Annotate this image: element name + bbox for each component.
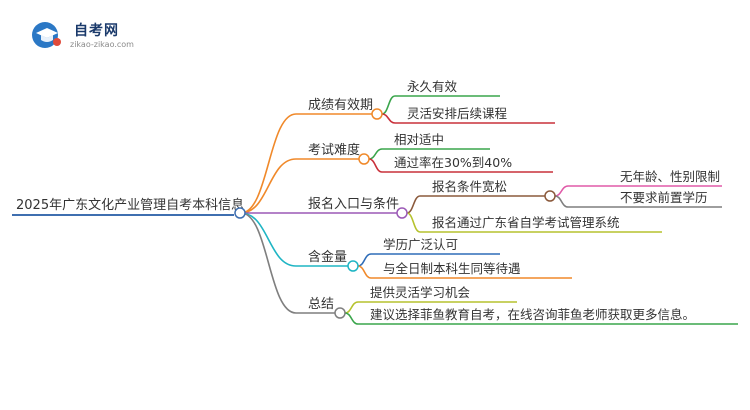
leaf-label: 永久有效 xyxy=(407,79,458,94)
leaf-connector xyxy=(368,148,383,160)
root-node[interactable] xyxy=(234,207,246,219)
leaf-connector xyxy=(368,158,383,173)
logo-name: 自考网 xyxy=(74,23,119,39)
logo-url: zikao-zikao.com xyxy=(70,40,134,49)
leaf-connector xyxy=(344,301,359,314)
leaf-label: 灵活安排后续课程 xyxy=(407,106,508,121)
branch-label: 成绩有效期 xyxy=(308,98,373,113)
leaf-connector xyxy=(357,265,372,279)
subleaf-label: 无年龄、性别限制 xyxy=(620,169,720,184)
branch-connector xyxy=(240,212,297,314)
leaf-connector xyxy=(344,312,359,325)
subleaf-connector xyxy=(554,195,569,208)
branch-label: 总结 xyxy=(308,297,334,312)
branch-node[interactable] xyxy=(358,153,370,165)
leaf-label: 提供灵活学习机会 xyxy=(370,285,471,300)
branch-label: 含金量 xyxy=(308,249,347,265)
leaf-label: 相对适中 xyxy=(394,132,444,147)
root-label: 2025年广东文化产业管理自考本科信息 xyxy=(16,197,244,213)
leaf-connector xyxy=(357,253,372,267)
leaf-label: 通过率在30%到40% xyxy=(394,155,512,170)
branch-connector xyxy=(240,212,297,267)
leaf-connector xyxy=(406,195,421,214)
leaf-connector xyxy=(381,95,396,115)
leaf-connector xyxy=(406,212,421,233)
subtopic-node[interactable] xyxy=(544,190,556,202)
subleaf-connector xyxy=(554,185,569,197)
branch-node[interactable] xyxy=(334,307,346,319)
leaf-label: 建议选择菲鱼教育自考，在线咨询菲鱼老师获取更多信息。 xyxy=(370,307,695,322)
branch-node[interactable] xyxy=(396,207,408,219)
graduation-cap-icon xyxy=(32,22,61,48)
site-logo[interactable]: 自考网 zikao-zikao.com xyxy=(30,18,140,54)
leaf-connector xyxy=(381,113,396,124)
branch-connector xyxy=(240,113,297,214)
branch-node[interactable] xyxy=(371,108,383,120)
leaf-label: 报名通过广东省自学考试管理系统 xyxy=(432,215,620,230)
leaf-label: 学历广泛认可 xyxy=(383,237,458,252)
branch-label: 考试难度 xyxy=(308,142,360,158)
branch-connector xyxy=(240,158,297,214)
leaf-label: 与全日制本科生同等待遇 xyxy=(383,261,521,276)
branch-node[interactable] xyxy=(347,260,359,272)
leaf-label: 报名条件宽松 xyxy=(432,179,507,194)
branch-label: 报名入口与条件 xyxy=(308,196,399,212)
subleaf-label: 不要求前置学历 xyxy=(620,190,708,205)
